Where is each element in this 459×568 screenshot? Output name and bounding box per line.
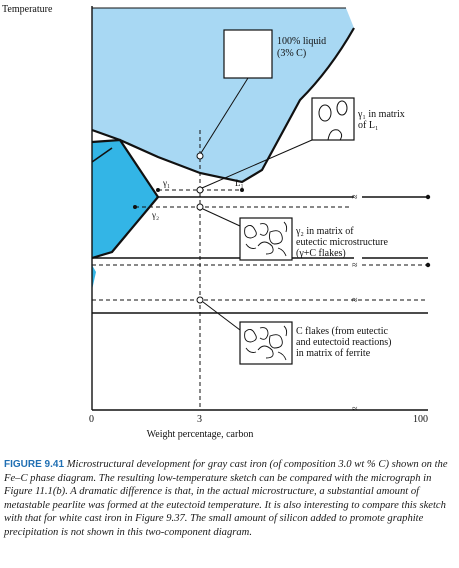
gamma2-note-3: (γ+C flakes) [296, 248, 346, 259]
gamma1-note-2: of L₁ [358, 120, 378, 131]
liquid-comp: (3% C) [277, 48, 306, 59]
gamma1-grain [318, 104, 332, 122]
x-tick-0: 0 [89, 414, 94, 425]
cflakes-note-3: in matrix of ferrite [296, 348, 371, 359]
gamma1-pointer [201, 139, 313, 189]
caption-text: Microstructural development for gray cas… [4, 459, 448, 538]
cflakes-flakes [244, 325, 288, 361]
gamma2-pointer [202, 208, 241, 227]
x-tick-100: 100 [413, 414, 428, 425]
point-gamma1 [196, 186, 204, 194]
austenite-boundary [91, 147, 113, 163]
gamma2-note-2: eutectic microstructure [296, 237, 388, 248]
figure-caption: FIGURE 9.41 Microstructural development … [4, 458, 455, 540]
cflakes-note-2: and eutectoid reactions) [296, 337, 392, 348]
end-dot [425, 194, 431, 200]
break-mark: ≈ [352, 192, 358, 203]
tie-end [240, 188, 244, 192]
gamma2-flakes [244, 221, 288, 257]
x-axis-title: Weight percentage, carbon [147, 429, 254, 440]
break-mark: ≈ [352, 404, 358, 415]
gamma1-grain [336, 100, 348, 116]
point-eutectoid [196, 296, 204, 304]
liquid-label: 100% liquid [277, 36, 326, 47]
liquid-sketch [223, 29, 273, 79]
label-L1: L₁ [235, 178, 244, 188]
y-axis-title: Temperature [2, 4, 53, 15]
gamma2-note-1: γ₂ in matrix of [295, 226, 354, 237]
point-gamma2 [196, 203, 204, 211]
gamma1-sketch [311, 97, 355, 141]
tie-end [133, 205, 137, 209]
liquid-pointer [200, 77, 249, 154]
gamma1-note-1: γ₁ in matrix [357, 109, 405, 120]
cflakes-note-1: C flakes (from eutectic [296, 326, 388, 337]
figure-number: FIGURE 9.41 [4, 459, 65, 470]
ferrite-region [92, 265, 96, 290]
label-gamma1: γ₁ [162, 178, 170, 188]
austenite-region [92, 140, 158, 258]
gamma1-grain [327, 129, 343, 141]
label-gamma2: γ₂ [151, 210, 159, 220]
end-dot [425, 262, 431, 268]
break-mark: ≈ [352, 295, 358, 306]
point-liquid [196, 152, 204, 160]
liquid-region [92, 8, 354, 182]
break-mark: ≈ [352, 260, 358, 271]
x-tick-3: 3 [197, 414, 202, 425]
cflakes-pointer [202, 301, 241, 331]
tie-end [156, 188, 160, 192]
